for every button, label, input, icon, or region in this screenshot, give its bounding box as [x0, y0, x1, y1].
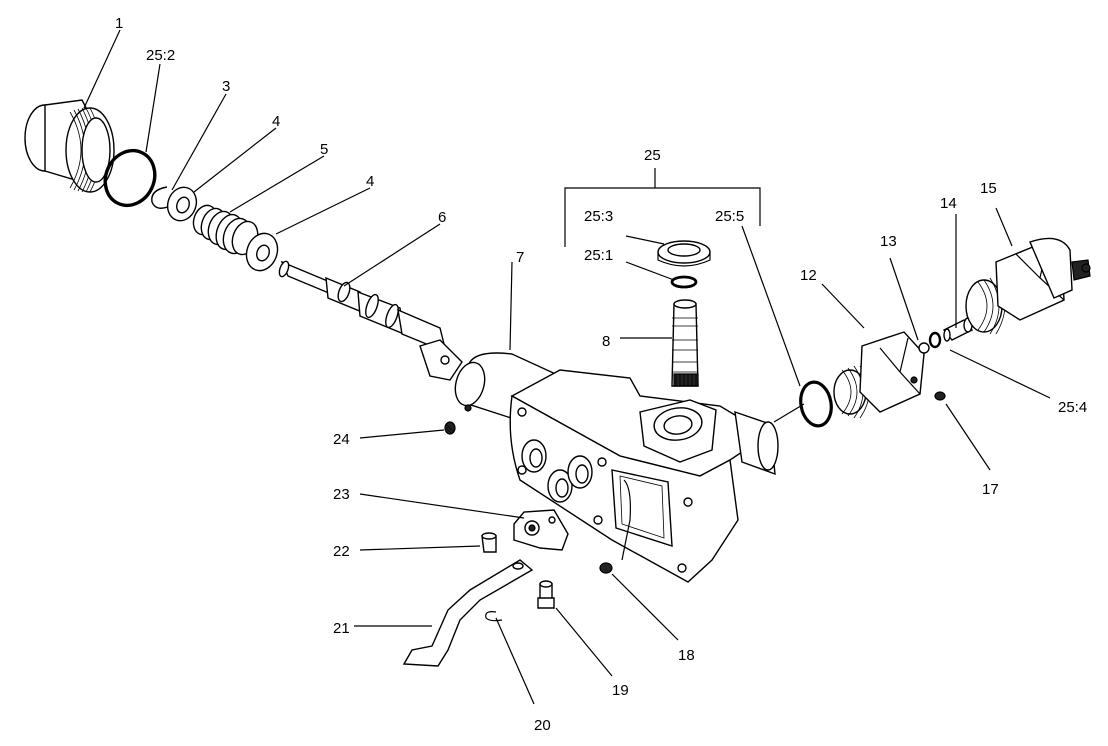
callout-21: 21	[333, 620, 350, 637]
part-24-set-screw	[444, 421, 456, 435]
callout-24: 24	[333, 431, 350, 448]
callout-19: 19	[612, 682, 629, 699]
callout-15: 15	[980, 180, 997, 197]
callout-23: 23	[333, 486, 350, 503]
part-3-clip	[151, 186, 171, 209]
callout-25-1: 25:1	[584, 247, 613, 264]
callout-3: 3	[222, 78, 230, 95]
callout-4-upper: 4	[272, 113, 280, 130]
part-5-spring	[192, 204, 259, 256]
part-25-5-o-ring	[799, 380, 833, 428]
part-4-washer-upper	[166, 186, 198, 222]
part-21-lever	[402, 559, 534, 667]
part-6-spool-shaft	[278, 260, 463, 381]
part-18-set-screw	[599, 562, 613, 574]
part-17-set-screw	[934, 391, 946, 401]
callout-1: 1	[115, 15, 123, 32]
leader-lines	[83, 29, 1051, 705]
part-25-2-o-ring	[103, 148, 157, 208]
part-19-bolt	[537, 580, 555, 609]
part-15-switch	[965, 237, 1091, 335]
callout-18: 18	[678, 647, 695, 664]
part-12-hex-adapter	[833, 331, 925, 419]
part-20-clip	[485, 611, 503, 622]
part-1-threaded-cap	[24, 99, 115, 193]
part-8-stem	[671, 299, 699, 387]
part-14-pin	[942, 317, 974, 342]
callout-7: 7	[516, 249, 524, 266]
callout-25: 25	[644, 147, 661, 164]
callout-6: 6	[438, 209, 446, 226]
callout-22: 22	[333, 543, 350, 560]
part-13-ball	[918, 342, 930, 354]
callout-8: 8	[602, 333, 610, 350]
callout-5: 5	[320, 141, 328, 158]
callout-25-2: 25:2	[146, 47, 175, 64]
callout-13: 13	[880, 233, 897, 250]
part-25-4-o-ring	[928, 331, 942, 349]
part-23-cam	[513, 509, 569, 551]
part-25-3-seal	[657, 240, 711, 267]
callout-12: 12	[800, 267, 817, 284]
callout-4-lower: 4	[366, 173, 374, 190]
part-25-1-o-ring	[670, 275, 698, 289]
callout-17: 17	[982, 481, 999, 498]
part-22-pin	[481, 532, 497, 553]
part-4-washer-lower	[245, 232, 279, 272]
callout-25-4: 25:4	[1058, 399, 1087, 416]
callout-25-3: 25:3	[584, 208, 613, 225]
callout-14: 14	[940, 195, 957, 212]
part-7-valve-body	[454, 352, 779, 583]
callout-20: 20	[534, 717, 551, 734]
callout-25-5: 25:5	[715, 208, 744, 225]
